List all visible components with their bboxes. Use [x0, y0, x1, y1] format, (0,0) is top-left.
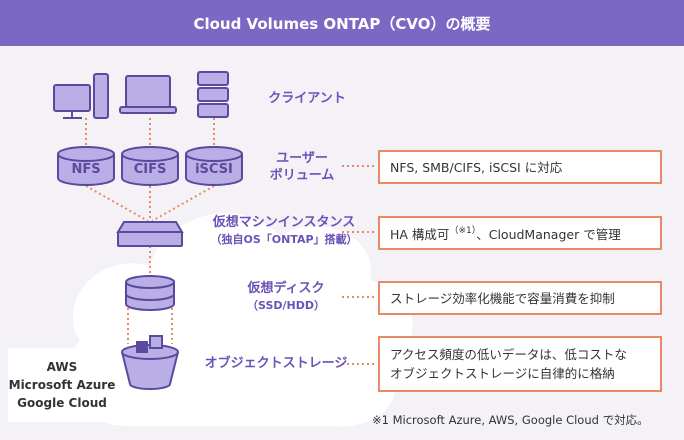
server-icon — [197, 71, 229, 118]
virtual-disk-icon — [125, 275, 175, 311]
vm-instance-subtitle: （独自OS「ONTAP」搭載） — [210, 233, 358, 246]
virtual-disk-title: 仮想ディスク — [247, 281, 325, 296]
nfs-volume-icon — [57, 146, 115, 186]
user-volume-line-1: ユーザー — [276, 151, 328, 166]
iscsi-volume-icon — [185, 146, 243, 186]
object-storage-text-line-2: オブジェクトストレージに自律的に格納 — [390, 366, 615, 381]
ha-config-text: HA 構成可（※1）、CloudManager で管理 — [390, 222, 621, 244]
object-storage-box: アクセス頻度の低いデータは、低コストな オブジェクトストレージに自律的に格納 — [378, 336, 662, 392]
protocol-label-iscsi: iSCSI — [195, 162, 233, 177]
vm-instance-title: 仮想マシンインスタンス — [212, 215, 356, 230]
ha-config-text-post: 、CloudManager で管理 — [476, 227, 621, 242]
user-volume-line-2: ボリューム — [269, 168, 335, 183]
platform-aws: AWS — [46, 360, 78, 374]
connectors — [85, 118, 376, 365]
cifs-volume-icon — [121, 146, 179, 186]
diagram-area: NFS CIFS iSCSI クライアント ユーザー ボリューム 仮想マシンイン… — [0, 46, 684, 440]
protocol-support-text: NFS, SMB/CIFS, iSCSI に対応 — [390, 159, 563, 175]
protocol-label-cifs: CIFS — [133, 162, 167, 177]
ha-config-text-pre: HA 構成可 — [390, 227, 450, 242]
client-label: クライアント — [268, 91, 346, 106]
object-storage-label: オブジェクトストレージ — [204, 356, 348, 371]
user-volume-label: ユーザー ボリューム — [262, 150, 342, 184]
storage-efficiency-text: ストレージ効率化機能で容量消費を抑制 — [390, 290, 615, 306]
virtual-disk-subtitle: （SSD/HDD） — [247, 299, 325, 312]
vm-instance-label: 仮想マシンインスタンス （独自OS「ONTAP」搭載） — [196, 214, 372, 248]
storage-efficiency-box: ストレージ効率化機能で容量消費を抑制 — [378, 281, 662, 315]
protocol-support-box: NFS, SMB/CIFS, iSCSI に対応 — [378, 150, 662, 184]
protocol-label-nfs: NFS — [71, 162, 101, 177]
header-bar: Cloud Volumes ONTAP（CVO）の概要 — [0, 0, 684, 46]
vm-server-icon — [116, 221, 184, 247]
object-storage-text-line-1: アクセス頻度の低いデータは、低コストな — [390, 347, 627, 362]
virtual-disk-label: 仮想ディスク （SSD/HDD） — [236, 280, 336, 314]
ha-config-box: HA 構成可（※1）、CloudManager で管理 — [378, 216, 662, 250]
ha-config-note: （※1） — [449, 226, 477, 236]
platform-azure: Microsoft Azure — [8, 378, 116, 392]
cloud-platforms-panel: AWS Microsoft Azure Google Cloud — [8, 348, 116, 422]
object-storage-bucket-icon — [121, 335, 179, 390]
desktop-icon — [53, 73, 109, 119]
laptop-icon — [119, 75, 177, 114]
diagram-graphics — [53, 71, 413, 427]
platform-gcp: Google Cloud — [17, 396, 107, 410]
footnote: ※1 Microsoft Azure, AWS, Google Cloud で対… — [372, 413, 649, 427]
page-title: Cloud Volumes ONTAP（CVO）の概要 — [193, 14, 491, 33]
